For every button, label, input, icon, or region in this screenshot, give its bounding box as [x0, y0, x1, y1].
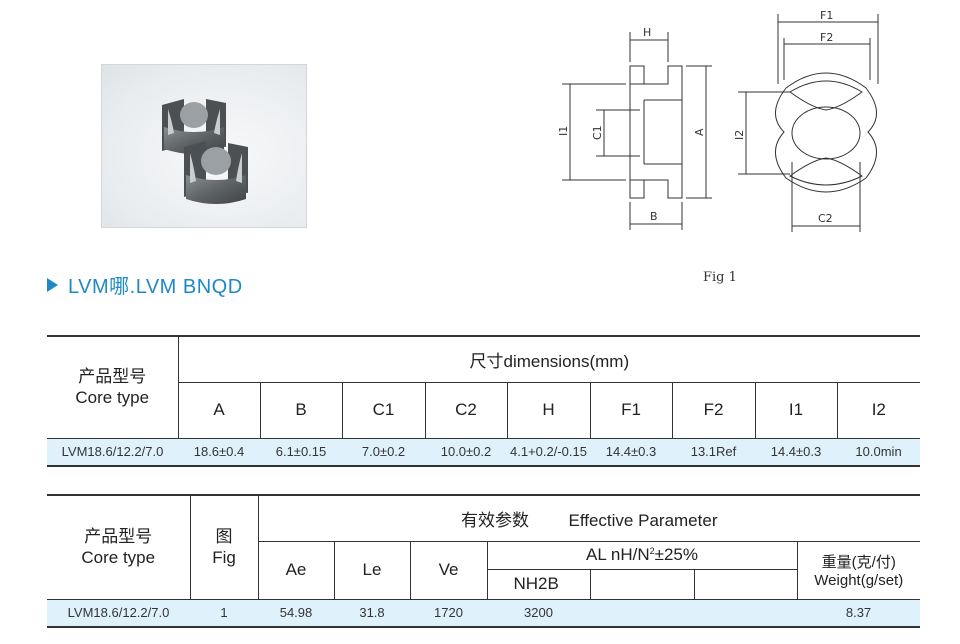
dim-label-c2: C2 [818, 212, 833, 225]
fig-header: 图 Fig [189, 495, 258, 599]
cell-i1: 14.4±0.3 [755, 437, 837, 466]
cell-c1: 7.0±0.2 [342, 437, 425, 466]
dim-label-i1: I1 [557, 126, 570, 136]
col-header-a: A [177, 381, 260, 438]
col-header-le: Le [333, 540, 410, 599]
cell-core-type: LVM18.6/12.2/7.0 [47, 598, 190, 627]
cell-al-1: 3200 [487, 598, 590, 627]
table-row: LVM18.6/12.2/7.0 18.6±0.4 6.1±0.15 7.0±0… [47, 437, 921, 466]
fig-header-en: Fig [212, 548, 236, 568]
core-type-header-en: Core type [81, 548, 156, 568]
technical-drawing: H I1 C1 A B F1 F2 [557, 9, 879, 232]
core-type-header: 产品型号 Core type [47, 336, 178, 438]
dim-label-h: H [643, 26, 651, 39]
cell-i2: 10.0min [837, 437, 921, 466]
product-photo [101, 64, 307, 228]
core-type-header-en: Core type [75, 388, 150, 408]
weight-header-cn: 重量(克/付) [821, 554, 896, 571]
cell-al-2 [590, 598, 694, 627]
al-material-3 [693, 568, 797, 599]
al-header-suffix: ±25% [654, 545, 698, 564]
effective-parameter-header: 有效参数 Effective Parameter [257, 495, 921, 541]
dim-label-a: A [693, 128, 706, 136]
parameter-table: 产品型号 Core type 图 Fig 有效参数 Effective Para… [47, 494, 921, 628]
cell-c2: 10.0±0.2 [425, 437, 507, 466]
dim-label-i2: I2 [733, 130, 746, 140]
figure-caption: Fig 1 [703, 270, 737, 285]
col-header-c2: C2 [424, 381, 507, 438]
cell-f1: 14.4±0.3 [590, 437, 672, 466]
col-header-h: H [506, 381, 590, 438]
dimensions-group-header: 尺寸dimensions(mm) [177, 336, 921, 382]
top-view: F1 F2 I2 C2 [733, 9, 879, 232]
al-header-prefix: AL nH/N [586, 545, 650, 564]
col-header-i1: I1 [754, 381, 837, 438]
cell-a: 18.6±0.4 [178, 437, 260, 466]
col-header-c1: C1 [341, 381, 425, 438]
dim-label-c1: C1 [591, 125, 604, 140]
cell-h: 4.1+0.2/-0.15 [507, 437, 590, 466]
core-type-header-cn: 产品型号 [84, 527, 153, 547]
weight-header: 重量(克/付) Weight(g/set) [796, 540, 921, 599]
dim-label-f2: F2 [820, 31, 833, 44]
al-header-sup: 2 [649, 546, 655, 556]
al-material-1: NH2B [486, 568, 590, 599]
table-row: LVM18.6/12.2/7.0 1 54.98 31.8 1720 3200 … [47, 598, 921, 627]
dimensions-table: 产品型号 Core type 尺寸dimensions(mm) A B C1 C… [47, 335, 921, 467]
cell-le: 31.8 [334, 598, 410, 627]
ferrite-core-back [162, 99, 226, 154]
col-header-i2: I2 [836, 381, 921, 438]
cell-core-type: LVM18.6/12.2/7.0 [47, 437, 178, 466]
fig-header-cn: 图 [215, 527, 233, 547]
col-header-f2: F2 [671, 381, 755, 438]
core-type-header: 产品型号 Core type [47, 495, 190, 599]
section-title: LVM哪.LVM BNQD [47, 270, 243, 299]
triangle-bullet-icon [47, 278, 58, 292]
dim-label-f1: F1 [820, 9, 833, 22]
al-header: AL nH/N2±25% [486, 540, 797, 569]
core-type-header-cn: 产品型号 [78, 367, 147, 387]
col-header-ae: Ae [257, 540, 334, 599]
cell-weight: 8.37 [797, 598, 921, 627]
cell-fig: 1 [190, 598, 258, 627]
weight-header-en: Weight(g/set) [814, 572, 904, 589]
al-material-2 [589, 568, 694, 599]
ferrite-core-front [184, 141, 248, 204]
dim-label-b: B [650, 210, 658, 223]
cell-ae: 54.98 [258, 598, 334, 627]
col-header-ve: Ve [409, 540, 487, 599]
side-view: H I1 C1 A B [557, 26, 712, 230]
effective-parameter-header-en: Effective Parameter [568, 510, 718, 530]
cell-al-3 [694, 598, 797, 627]
cell-ve: 1720 [410, 598, 487, 627]
section-title-text: LVM哪.LVM BNQD [68, 276, 243, 298]
cell-b: 6.1±0.15 [260, 437, 342, 466]
col-header-f1: F1 [589, 381, 672, 438]
col-header-b: B [259, 381, 342, 438]
cell-f2: 13.1Ref [672, 437, 755, 466]
effective-parameter-header-cn: 有效参数 [461, 510, 530, 530]
